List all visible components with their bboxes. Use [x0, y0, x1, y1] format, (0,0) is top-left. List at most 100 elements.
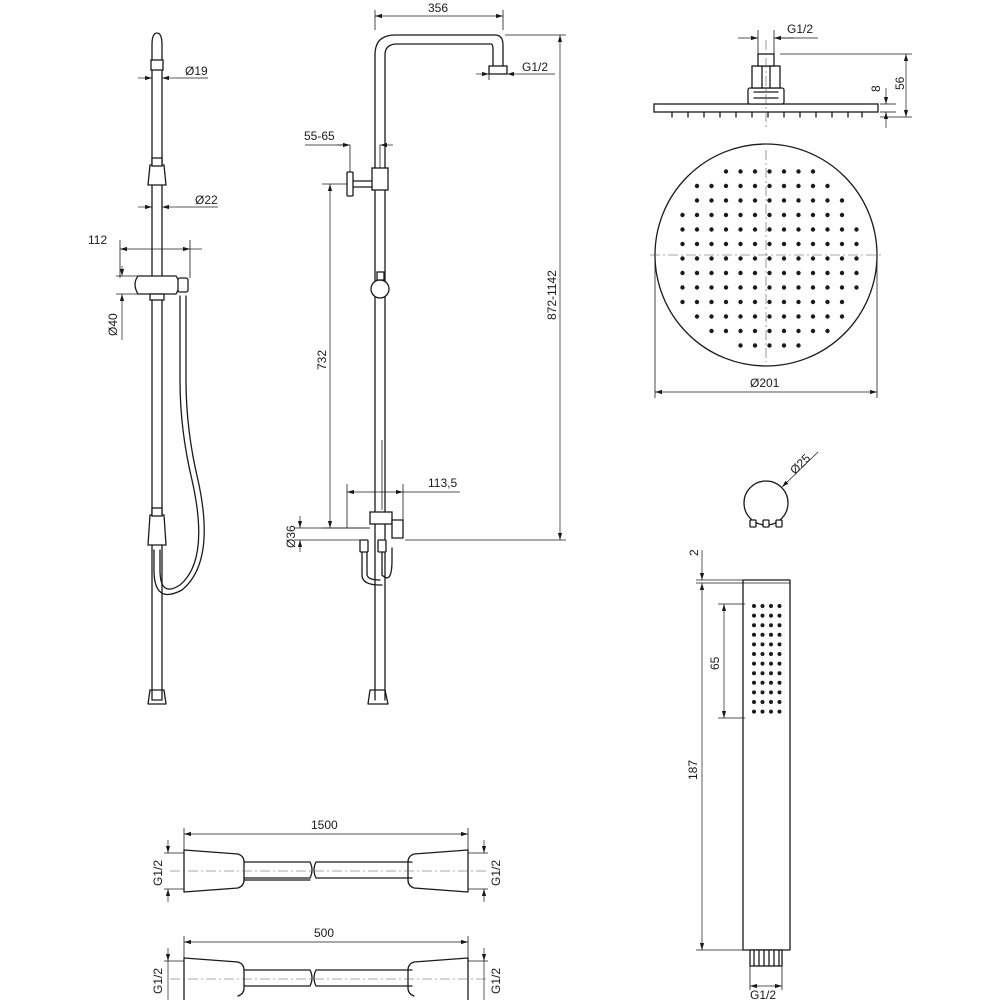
nozzle — [825, 198, 830, 203]
nozzle — [839, 270, 845, 276]
dim-handshower-spray-length: 65 — [708, 656, 722, 670]
dim-mixer-body-diameter: Ø36 — [284, 525, 298, 548]
handshower-nozzle — [777, 652, 782, 656]
shower-hose — [159, 295, 200, 590]
nozzle — [781, 314, 787, 319]
nozzle — [767, 343, 772, 348]
nozzle — [767, 227, 772, 232]
nozzle — [825, 299, 830, 305]
nozzle — [752, 285, 758, 290]
nozzle — [796, 241, 801, 247]
nozzle — [796, 299, 801, 305]
dim-head-total-height: 56 — [893, 76, 907, 90]
nozzle — [796, 270, 801, 276]
nozzle — [854, 227, 859, 232]
handshower-holder — [370, 279, 390, 299]
handshower-nozzle — [760, 642, 765, 647]
handshower-nozzle — [760, 613, 765, 618]
nozzle — [709, 328, 714, 334]
head-nozzles — [680, 169, 859, 348]
nozzle — [825, 270, 830, 276]
nozzle — [709, 256, 714, 261]
handshower-nozzle — [777, 613, 782, 618]
handshower-nozzle — [752, 709, 756, 714]
dim-mixer-height: 732 — [315, 350, 329, 370]
dim-wall-offset: 55-65 — [304, 129, 335, 143]
nozzle — [781, 343, 787, 348]
nozzle — [810, 227, 816, 232]
nozzle — [781, 256, 787, 261]
handshower-nozzle — [752, 623, 756, 628]
dim-handshower-thread: G1/2 — [750, 988, 776, 1000]
nozzle — [723, 212, 729, 218]
nozzle — [767, 256, 772, 261]
nozzle — [738, 212, 743, 218]
handshower-nozzle — [752, 700, 756, 704]
handshower-nozzle — [752, 642, 756, 647]
nozzle — [723, 256, 729, 261]
handshower-nozzle — [777, 604, 782, 608]
hose-long-right-fitting — [407, 849, 469, 893]
dim-arm-outlet-thread: G1/2 — [522, 60, 548, 74]
dim-rail-top-diameter: Ø19 — [185, 64, 208, 78]
handshower-nozzle — [760, 690, 765, 695]
nozzle — [752, 183, 758, 189]
nozzle — [694, 256, 700, 261]
dim-wall-outlet-diameter: Ø25 — [787, 451, 813, 477]
nozzle — [810, 314, 816, 319]
nozzle — [781, 285, 787, 290]
nozzle — [781, 270, 787, 276]
lower-bracket — [147, 514, 167, 546]
nozzle — [694, 227, 700, 232]
handshower-nozzle — [777, 709, 782, 714]
nozzle — [738, 198, 743, 203]
dim-head-thread: G1/2 — [787, 22, 813, 36]
dim-hose-long-thread-left: G1/2 — [151, 860, 165, 886]
nozzle — [854, 285, 859, 290]
nozzle — [810, 198, 816, 203]
handshower-nozzle — [760, 632, 765, 637]
handshower-nozzle — [752, 604, 756, 608]
nozzle — [752, 198, 758, 203]
nozzle — [825, 227, 830, 232]
dim-hose-long-length: 1500 — [311, 818, 338, 832]
nozzle — [796, 227, 801, 232]
nozzle — [810, 183, 816, 189]
nozzle — [781, 212, 787, 218]
handshower-nozzle — [769, 652, 773, 656]
nozzle — [767, 198, 772, 203]
riser-pipe — [374, 34, 504, 701]
nozzle — [781, 241, 787, 247]
nozzle — [723, 227, 729, 232]
handshower-nozzle — [769, 623, 773, 628]
rail-top-bracket — [150, 59, 164, 71]
nozzle — [680, 285, 685, 290]
handshower-nozzle — [769, 709, 773, 714]
nozzle — [752, 169, 758, 174]
nozzle — [752, 314, 758, 319]
nozzle — [854, 256, 859, 261]
nozzle — [796, 169, 801, 174]
rail-bottom-cap — [147, 689, 167, 705]
mixer-spout — [391, 519, 404, 539]
handshower-nozzle — [777, 671, 782, 676]
hose-short-right-fitting — [407, 957, 469, 997]
nozzle — [810, 256, 816, 261]
handshower-thread — [749, 949, 783, 967]
nozzle — [694, 314, 700, 319]
dim-slider-width: 112 — [88, 233, 107, 247]
handshower-nozzle — [752, 680, 756, 685]
upper-holder — [147, 164, 167, 186]
slider — [134, 275, 180, 295]
head-shower-view: G1/2 8 56 Ø201 Ø25 — [650, 22, 912, 528]
dim-hose-short-length: 500 — [314, 926, 334, 940]
dim-spout-projection: 113,5 — [428, 476, 457, 490]
handshower-nozzle — [769, 632, 773, 637]
nozzle — [810, 328, 816, 334]
handshower-nozzle — [752, 652, 756, 656]
nozzle — [810, 285, 816, 290]
nozzle — [825, 241, 830, 247]
handshower-nozzle — [769, 661, 773, 666]
nozzle — [694, 285, 700, 290]
nozzle — [694, 212, 700, 218]
